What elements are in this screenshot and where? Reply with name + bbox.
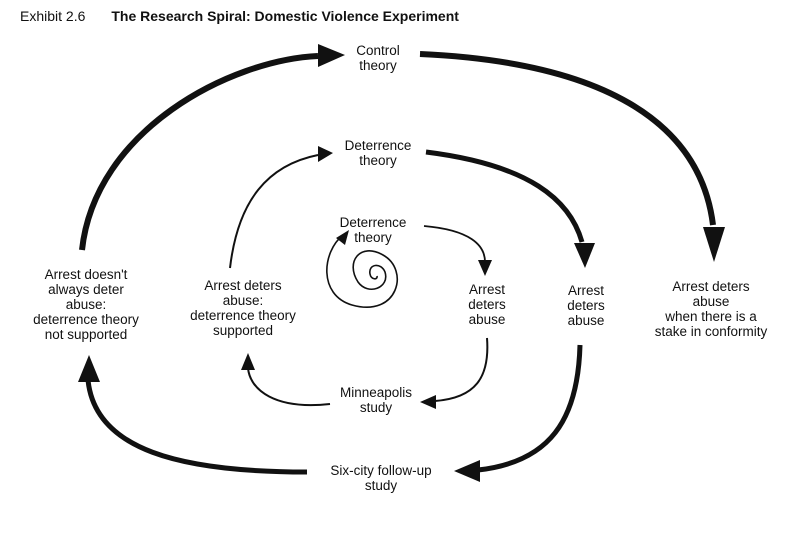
arrowhead-inner-right xyxy=(478,260,492,276)
arrowhead-middle-minneapolis xyxy=(420,395,436,409)
node-middle-deterrence-theory: Deterrence theory xyxy=(345,138,412,168)
node-line: Arrest doesn't xyxy=(44,267,128,282)
node-six-city-follow-up-study: Six-city follow-up study xyxy=(330,463,431,493)
node-line: abuse xyxy=(692,294,730,309)
node-line: deters xyxy=(468,297,506,312)
arrow-outer-control-to-right xyxy=(419,51,716,226)
arrow-outer-right-to-sixcity xyxy=(477,344,583,473)
node-line: Six-city follow-up xyxy=(330,463,432,478)
node-line: Arrest deters xyxy=(672,279,750,294)
node-line: abuse xyxy=(468,312,506,327)
node-line: stake in conformity xyxy=(654,324,768,339)
node-line: study xyxy=(359,400,393,415)
exhibit-number: Exhibit 2.6 xyxy=(20,8,86,24)
arrowhead-outer-right xyxy=(703,227,725,262)
node-line: deters xyxy=(567,298,605,313)
node-line: Control xyxy=(356,43,400,58)
inner-spiral xyxy=(326,234,398,308)
arrow-outer-left-to-control xyxy=(79,53,319,251)
node-line: Minneapolis xyxy=(339,385,413,400)
arrowhead-outer-control xyxy=(318,44,345,67)
node-line: deterrence theory xyxy=(33,312,139,327)
node-line: supported xyxy=(212,323,274,338)
exhibit-title: The Research Spiral: Domestic Violence E… xyxy=(111,8,459,24)
node-line: Arrest xyxy=(567,283,604,298)
arrowhead-outer-left xyxy=(78,355,100,382)
arrowhead-inner-deterrence xyxy=(336,230,349,245)
node-line: when there is a xyxy=(665,309,757,324)
node-line: Deterrence xyxy=(344,138,412,153)
arrow-middle-minneapolis-to-left xyxy=(247,367,331,407)
node-inner-arrest-deters-abuse: Arrest deters abuse xyxy=(468,282,506,327)
node-arrest-deters-stake-in-conformity: Arrest deters abuse when there is a stak… xyxy=(655,279,768,339)
node-line: Deterrence xyxy=(339,215,407,230)
node-line: Arrest xyxy=(468,282,505,297)
node-line: Arrest deters xyxy=(204,278,282,293)
node-line: always deter xyxy=(48,282,124,297)
node-middle-arrest-deters-abuse: Arrest deters abuse xyxy=(567,283,605,328)
node-arrest-doesnt-always-deter: Arrest doesn't always deter abuse: deter… xyxy=(33,267,139,342)
node-line: theory xyxy=(354,230,392,245)
node-control-theory: Control theory xyxy=(356,43,400,73)
arrow-middle-deterrence-to-right xyxy=(425,149,585,243)
arrow-middle-left-to-deterrence xyxy=(229,154,319,269)
arrow-middle-right-to-minneapolis xyxy=(434,337,489,402)
arrowhead-middle-right xyxy=(574,243,595,268)
arrow-inner-deterrence-to-right xyxy=(423,225,486,263)
arrowhead-middle-deterrence xyxy=(318,146,333,162)
node-line: abuse: xyxy=(65,297,107,312)
node-line: theory xyxy=(359,153,397,168)
exhibit-header: Exhibit 2.6 The Research Spiral: Domesti… xyxy=(20,8,459,26)
node-line: abuse: xyxy=(222,293,264,308)
arrow-outer-sixcity-to-left xyxy=(85,379,308,475)
node-line: theory xyxy=(359,58,397,73)
arrowhead-middle-left xyxy=(241,353,255,370)
node-line: abuse xyxy=(567,313,605,328)
node-line: not supported xyxy=(44,327,128,342)
node-line: study xyxy=(364,478,398,493)
node-minneapolis-study: Minneapolis study xyxy=(340,385,412,415)
node-arrest-deters-deterrence-supported: Arrest deters abuse: deterrence theory s… xyxy=(190,278,296,338)
arrowhead-outer-sixcity xyxy=(454,460,480,482)
node-inner-deterrence-theory: Deterrence theory xyxy=(340,215,407,245)
node-line: deterrence theory xyxy=(190,308,296,323)
